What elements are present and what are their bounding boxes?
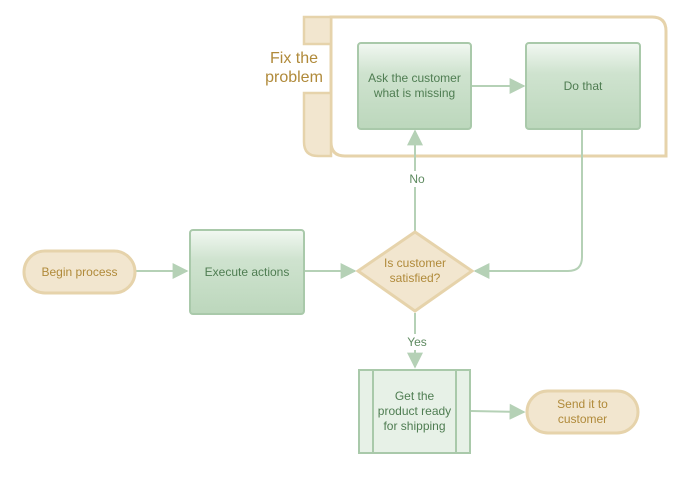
edge-get-ready-to-send	[470, 403, 526, 420]
node-ask-customer-label: Ask the customer what is missing	[368, 71, 461, 100]
edge-label-no: No	[400, 171, 434, 187]
group-tab-top	[302, 15, 333, 46]
node-do-that-shape	[525, 42, 641, 130]
edge-do-that-to-decision	[473, 130, 583, 279]
node-send-shape	[525, 389, 640, 435]
edge-label-yes: Yes	[398, 334, 436, 350]
node-do-that-label: Do that	[563, 78, 603, 93]
node-execute-actions-label: Execute actions	[204, 264, 290, 279]
node-send-label: Send it to customer	[557, 397, 608, 426]
node-begin-process-label: Begin process	[41, 264, 118, 279]
group-tab-bottom	[302, 91, 333, 158]
node-decision-label: Is customer satisfied?	[383, 256, 446, 285]
node-execute-actions-shape	[189, 229, 305, 315]
node-ask-customer-shape	[357, 42, 472, 130]
node-decision-shape	[355, 230, 475, 313]
node-begin-process-shape	[22, 249, 137, 295]
node-get-ready-shape	[358, 369, 471, 454]
node-get-ready-label: Get the product ready for shipping	[377, 389, 452, 433]
group-label: Fix the problem	[265, 50, 323, 86]
